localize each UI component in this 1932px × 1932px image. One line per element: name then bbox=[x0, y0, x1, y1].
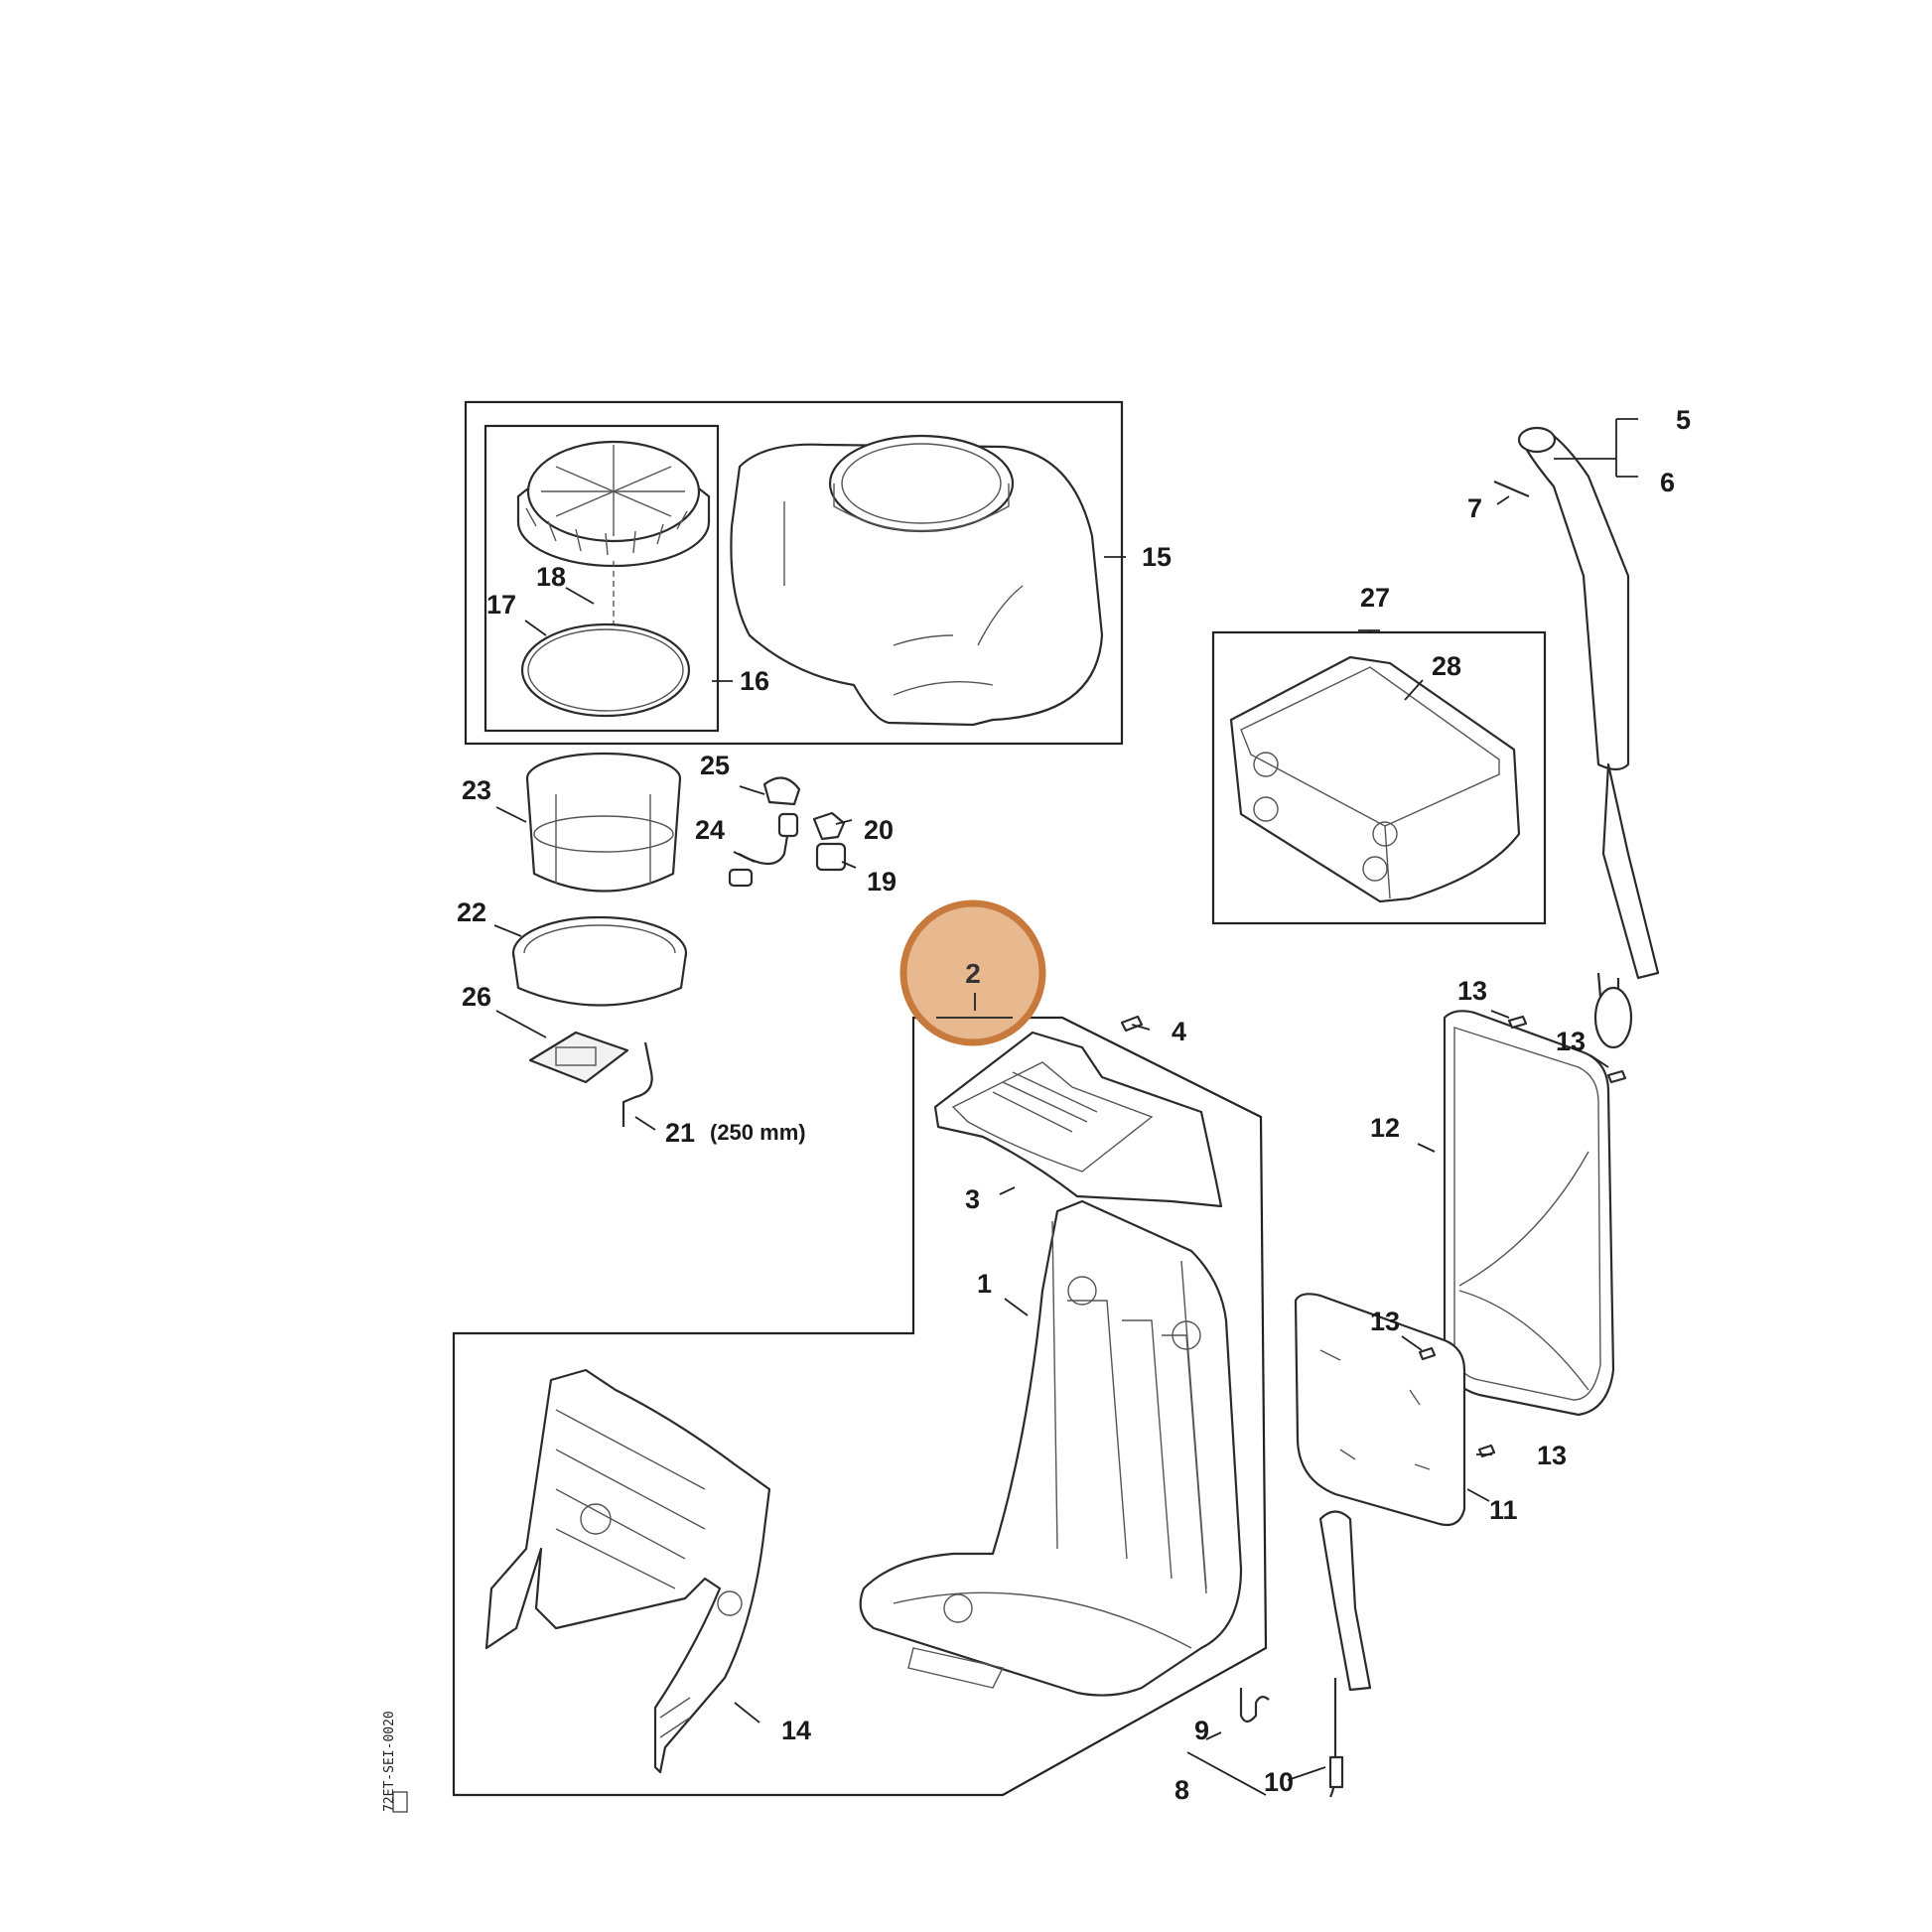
tray-drawing bbox=[1229, 655, 1521, 903]
part-24-label[interactable]: 24 bbox=[695, 815, 725, 845]
part-21-label[interactable]: 21 bbox=[665, 1118, 695, 1148]
part-23-label[interactable]: 23 bbox=[462, 775, 491, 805]
part-13c-label[interactable]: 13 bbox=[1370, 1307, 1400, 1336]
part-9-label[interactable]: 9 bbox=[1194, 1716, 1209, 1745]
part-25-label[interactable]: 25 bbox=[700, 751, 730, 780]
filler-cap-drawing bbox=[516, 440, 711, 568]
cap-assembly-box bbox=[483, 424, 720, 733]
part-27-label[interactable]: 27 bbox=[1360, 583, 1390, 613]
part-22-label[interactable]: 22 bbox=[457, 897, 486, 927]
part-15-label[interactable]: 15 bbox=[1142, 542, 1172, 572]
drawing-code: 72ET-SEI-0020 bbox=[382, 1711, 397, 1812]
gasket-ring-drawing bbox=[520, 622, 691, 718]
part-2-label: 2 bbox=[965, 958, 981, 989]
retaining-ring-drawing bbox=[511, 915, 688, 1007]
frame-top-drawing bbox=[933, 1031, 1223, 1208]
part-11-label[interactable]: 11 bbox=[1489, 1495, 1518, 1525]
part-6-label[interactable]: 6 bbox=[1660, 468, 1675, 497]
part-16-label[interactable]: 16 bbox=[740, 666, 769, 696]
hose-fitting-drawing bbox=[728, 776, 847, 888]
part-28-label[interactable]: 28 bbox=[1432, 651, 1461, 681]
part-1-label[interactable]: 1 bbox=[977, 1269, 992, 1299]
part-4-label[interactable]: 4 bbox=[1172, 1017, 1186, 1046]
part-8-label[interactable]: 8 bbox=[1174, 1775, 1189, 1805]
filter-plate-drawing bbox=[528, 1031, 653, 1127]
part-13a-label[interactable]: 13 bbox=[1457, 976, 1487, 1006]
frame-assembly-outline bbox=[452, 1016, 1268, 1797]
back-plate-drawing bbox=[859, 1199, 1243, 1697]
part-18-label[interactable]: 18 bbox=[536, 562, 566, 592]
part-17-label[interactable]: 17 bbox=[486, 590, 516, 620]
part-5-label[interactable]: 5 bbox=[1676, 405, 1691, 435]
part-2-highlight[interactable]: 2 bbox=[899, 899, 1046, 1046]
part-20-label[interactable]: 20 bbox=[864, 815, 894, 845]
strainer-basket-drawing bbox=[525, 752, 682, 893]
part-13d-label[interactable]: 13 bbox=[1537, 1441, 1567, 1470]
tank-assembly-box bbox=[464, 400, 1124, 746]
part-21-length-note: (250 mm) bbox=[710, 1120, 806, 1145]
part-26-label[interactable]: 26 bbox=[462, 982, 491, 1012]
drawing-code-box bbox=[392, 1791, 408, 1813]
waist-belt-drawing bbox=[1318, 1510, 1372, 1798]
hook-drawing bbox=[1239, 1688, 1270, 1724]
shoulder-strap-drawing bbox=[1493, 426, 1660, 1049]
part-12-label[interactable]: 12 bbox=[1370, 1113, 1400, 1143]
part-19-label[interactable]: 19 bbox=[867, 867, 897, 897]
part-2-highlight-circle[interactable] bbox=[899, 899, 1046, 1046]
tank-drawing bbox=[730, 434, 1104, 727]
part-13b-label[interactable]: 13 bbox=[1556, 1027, 1586, 1056]
part-7-label[interactable]: 7 bbox=[1467, 493, 1482, 523]
part-3-label[interactable]: 3 bbox=[965, 1184, 980, 1214]
tray-assembly-box bbox=[1211, 630, 1547, 925]
side-cover-drawing bbox=[484, 1368, 771, 1774]
part-14-label[interactable]: 14 bbox=[781, 1716, 811, 1745]
leader-lines bbox=[493, 418, 1638, 1796]
back-frame-drawing bbox=[1443, 1010, 1615, 1417]
part-10-label[interactable]: 10 bbox=[1264, 1767, 1294, 1797]
